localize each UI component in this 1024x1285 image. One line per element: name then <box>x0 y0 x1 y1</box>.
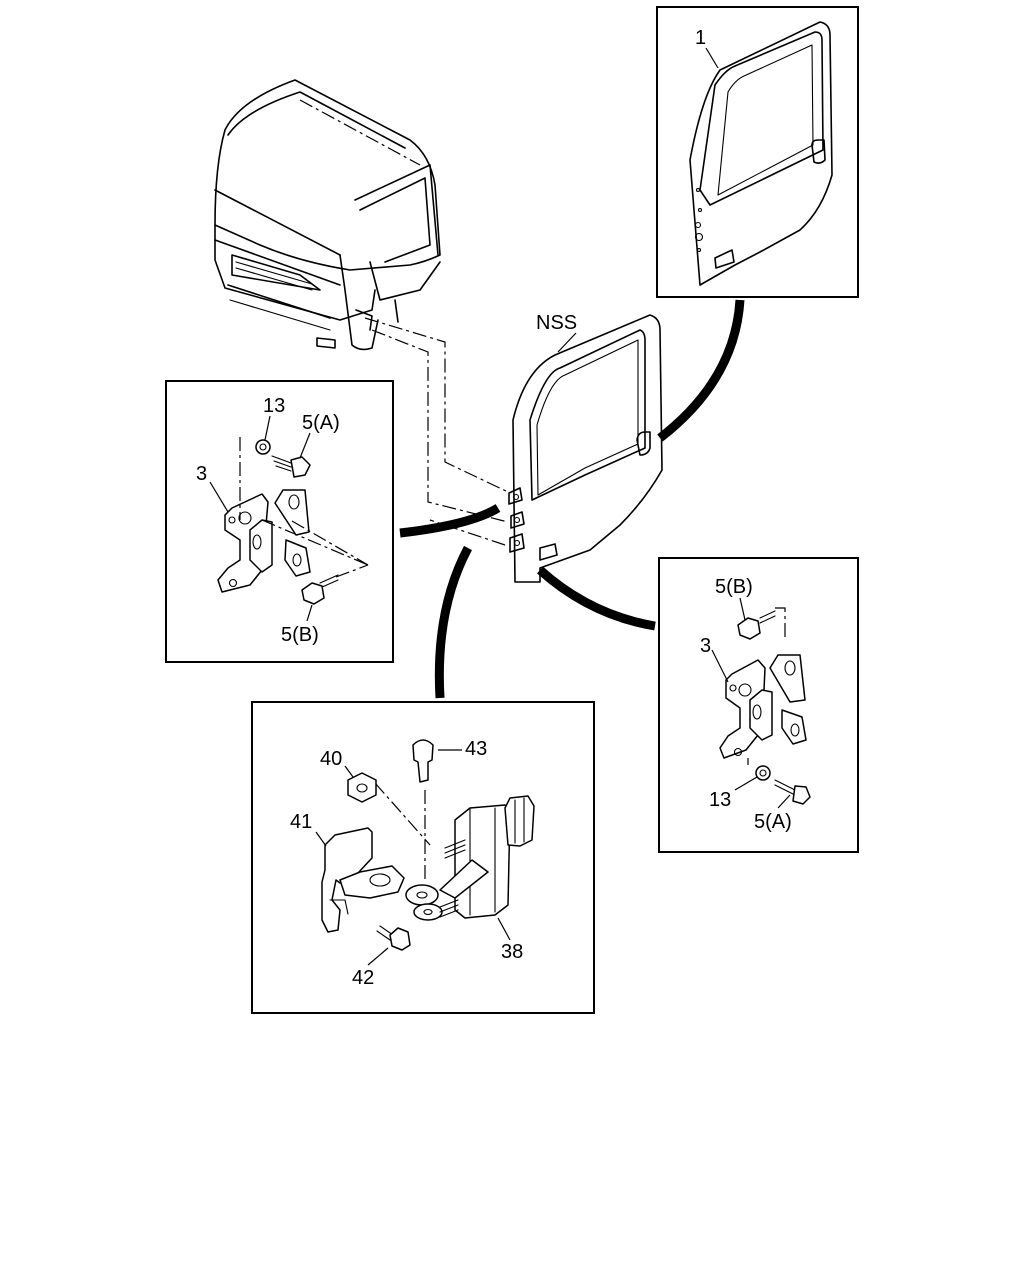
label-left-13: 13 <box>263 395 285 417</box>
label-right-5a: 5(A) <box>754 811 792 833</box>
part-labels: 1 NSS 13 5(A) 3 5(B) 5(B) 3 13 5(A) 40 4… <box>196 27 792 989</box>
door-check-assembly <box>321 739 535 951</box>
door-detail-box <box>656 6 859 298</box>
door-nss <box>508 314 663 583</box>
left-hinge-flange-lower <box>284 539 311 577</box>
label-check-41: 41 <box>290 811 312 833</box>
door-check-nut <box>347 772 377 803</box>
right-hinge-detail-box <box>658 557 859 853</box>
right-hinge-assembly <box>719 607 811 805</box>
left-hinge-flange-upper <box>274 489 310 536</box>
right-hinge-body <box>719 659 766 759</box>
door-check-bracket <box>321 827 373 933</box>
door-check-arm <box>439 859 489 899</box>
connector-curves <box>399 299 745 699</box>
door-panel-1 <box>689 21 833 286</box>
label-check-40: 40 <box>320 748 342 770</box>
reference-lines <box>299 99 509 546</box>
right-hinge-flange-lower <box>781 709 807 745</box>
label-right-13: 13 <box>709 789 731 811</box>
label-right-5b: 5(B) <box>715 576 753 598</box>
leader-lines <box>209 47 791 966</box>
left-hinge-detail-box <box>165 380 394 663</box>
label-left-5b: 5(B) <box>281 624 319 646</box>
door-check-detail-box <box>251 701 595 1014</box>
right-hinge-flange-upper <box>769 654 806 703</box>
truck-cab <box>214 79 441 351</box>
door-check-pin <box>412 739 434 783</box>
label-door-1: 1 <box>695 27 706 49</box>
left-hinge-body <box>217 493 269 593</box>
left-hinge-assembly <box>217 437 369 605</box>
label-right-3: 3 <box>700 635 711 657</box>
label-check-43: 43 <box>465 738 487 760</box>
label-check-38: 38 <box>501 941 523 963</box>
label-nss: NSS <box>536 312 577 334</box>
door-check-connector <box>504 795 535 847</box>
label-check-42: 42 <box>352 967 374 989</box>
label-left-3: 3 <box>196 463 207 485</box>
door-check-body <box>454 804 511 919</box>
label-left-5a: 5(A) <box>302 412 340 434</box>
